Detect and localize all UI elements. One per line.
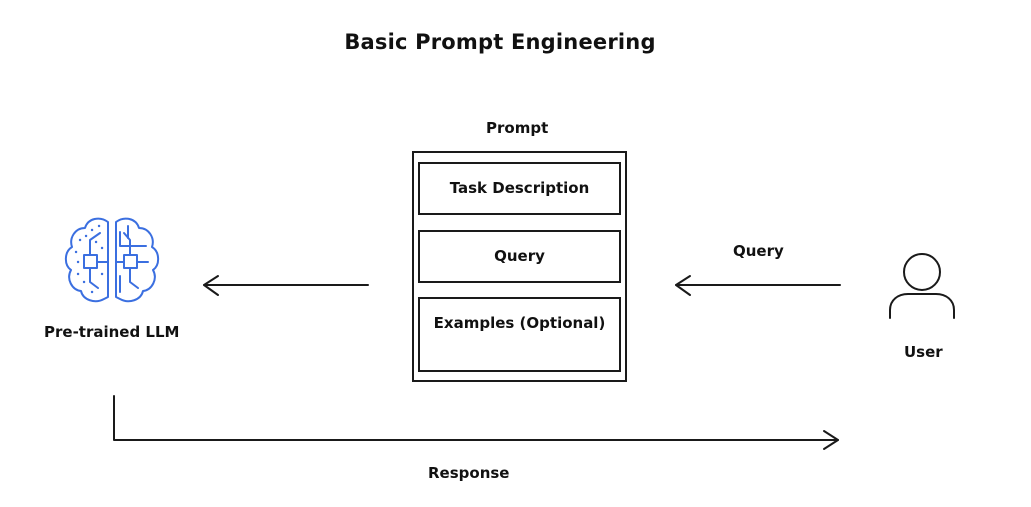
query-edge-label: Query bbox=[733, 242, 784, 260]
arrow-user-to-prompt bbox=[675, 275, 841, 296]
prompt-label: Prompt bbox=[486, 119, 549, 137]
arrow-response bbox=[113, 395, 839, 450]
diagram-title: Basic Prompt Engineering bbox=[344, 30, 656, 54]
prompt-section-examples: Examples (Optional) bbox=[418, 297, 621, 372]
prompt-box: Task Description Query Examples (Optiona… bbox=[412, 151, 627, 382]
llm-label: Pre-trained LLM bbox=[44, 323, 180, 341]
response-edge-label: Response bbox=[428, 464, 510, 482]
arrow-prompt-to-llm bbox=[203, 275, 369, 296]
brain-circuit-icon bbox=[64, 217, 160, 303]
prompt-section-query: Query bbox=[418, 230, 621, 283]
user-label: User bbox=[904, 343, 943, 361]
prompt-section-task-description: Task Description bbox=[418, 162, 621, 215]
user-icon bbox=[889, 253, 955, 319]
